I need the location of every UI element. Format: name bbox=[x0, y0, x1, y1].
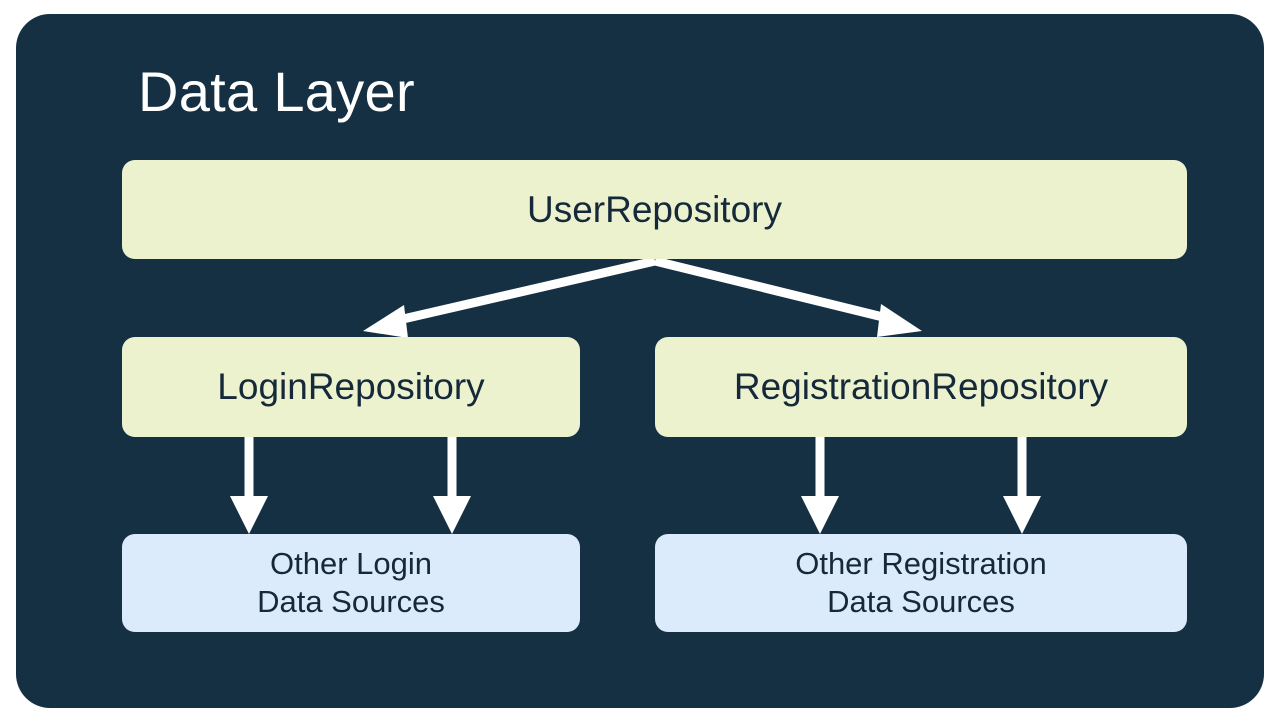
node-other-login-data-sources-line1: Other Login bbox=[269, 546, 432, 582]
node-user-repository-label: UserRepository bbox=[527, 188, 782, 230]
node-user-repository[interactable]: UserRepository bbox=[122, 160, 1187, 259]
page-title: Data Layer bbox=[138, 60, 415, 123]
node-other-login-data-sources[interactable]: Other Login Data Sources bbox=[122, 534, 580, 632]
node-other-registration-data-sources-line1: Other Registration bbox=[795, 546, 1047, 582]
node-registration-repository-label: RegistrationRepository bbox=[733, 366, 1109, 408]
node-login-repository-label: LoginRepository bbox=[217, 366, 485, 408]
node-other-registration-data-sources[interactable]: Other Registration Data Sources bbox=[655, 534, 1187, 632]
node-registration-repository[interactable]: RegistrationRepository bbox=[655, 337, 1187, 437]
node-other-registration-data-sources-line2: Data Sources bbox=[827, 584, 1015, 619]
node-login-repository[interactable]: LoginRepository bbox=[122, 337, 580, 437]
node-other-login-data-sources-line2: Data Sources bbox=[257, 584, 445, 619]
